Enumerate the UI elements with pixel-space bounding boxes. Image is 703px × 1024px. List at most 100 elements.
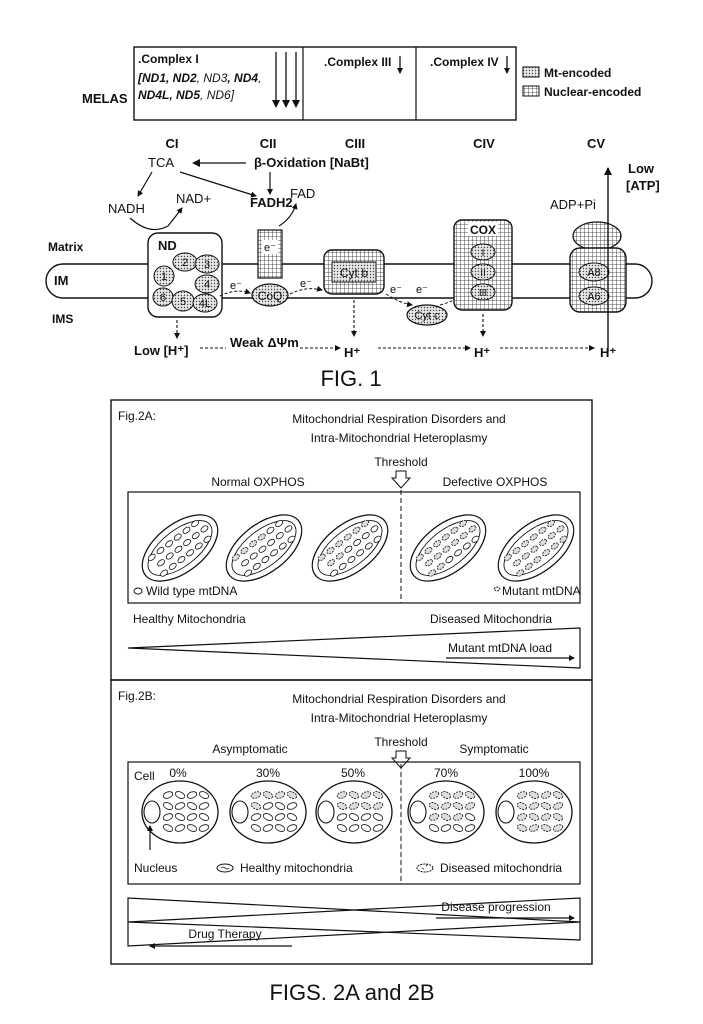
beta-oxidation-label: β-Oxidation [NaBt] xyxy=(254,155,369,170)
cox-ii: II xyxy=(480,268,486,279)
a8-label: A8 xyxy=(587,267,600,279)
cytc-label: Cyt c xyxy=(414,310,440,322)
fig2a: Fig.2A: Mitochondrial Respiration Disord… xyxy=(110,399,593,681)
header-cv: CV xyxy=(587,136,605,151)
fig1-caption: FIG. 1 xyxy=(320,366,381,391)
complex5-head xyxy=(572,221,622,251)
svg-text:2: 2 xyxy=(182,257,188,269)
fadh2-label: FADH2 xyxy=(250,195,293,210)
fig2b-title1: Mitochondrial Respiration Disorders and xyxy=(292,692,505,706)
fig2-caption: FIGS. 2A and 2B xyxy=(269,980,434,1005)
legend-mt: Mt-encoded xyxy=(544,66,611,80)
fig2a-title2: Intra-Mitochondrial Heteroplasmy xyxy=(311,431,488,445)
low-atp-line1: Low xyxy=(628,161,655,176)
svg-text:6: 6 xyxy=(160,292,166,304)
cytc-ellipse xyxy=(406,304,448,326)
mutant-mtdna-icon xyxy=(493,586,501,592)
h-plus-4: H⁺ xyxy=(474,345,490,360)
melas-box xyxy=(133,46,517,121)
svg-text:4L: 4L xyxy=(199,298,211,310)
pct-30: 30% xyxy=(256,766,280,780)
electron-2: e⁻ xyxy=(300,278,312,290)
progression-label: Disease progression xyxy=(441,900,550,914)
threshold-arrow-icon xyxy=(390,470,412,489)
h-plus-5: H⁺ xyxy=(600,345,616,360)
fig2b-frame xyxy=(110,679,593,965)
header-civ: CIV xyxy=(473,136,495,151)
wild-mtdna-icon xyxy=(133,587,143,595)
electron-4: e⁻ xyxy=(416,284,428,296)
melas-label: MELAS xyxy=(82,91,128,106)
complex2-electron: e⁻ xyxy=(264,242,276,254)
cell-drawing xyxy=(407,780,485,844)
nadh-label: NADH xyxy=(108,201,145,216)
mitochondrion-drawing xyxy=(141,514,219,582)
complex4-label: .Complex IV xyxy=(430,55,499,69)
legend-nuclear: Nuclear-encoded xyxy=(544,85,641,99)
im-label: IM xyxy=(54,273,68,288)
cell-drawing xyxy=(495,780,573,844)
wild-type-label: Wild type mtDNA xyxy=(146,584,237,598)
cell-label: Cell xyxy=(134,769,155,783)
complex1-label: .Complex I xyxy=(138,52,199,66)
coq-ellipse xyxy=(251,283,289,307)
complex3-label: .Complex III xyxy=(324,55,391,69)
fig2a-threshold: Threshold xyxy=(374,455,427,469)
fig2b-threshold: Threshold xyxy=(374,735,427,749)
h-plus-3: H⁺ xyxy=(344,345,360,360)
svg-text:5: 5 xyxy=(180,296,186,308)
svg-text:4: 4 xyxy=(204,279,210,291)
adp-label: ADP+Pi xyxy=(550,197,596,212)
diseased-mitochondria-label: Diseased mitochondria xyxy=(440,861,562,875)
nd-subunits: 2 3 1 4 6 5 4L xyxy=(152,252,220,313)
mitochondrion-drawing xyxy=(225,514,303,582)
nd-genes-row2: ND4L, ND5, ND6] xyxy=(138,88,235,102)
cox-i: I xyxy=(482,248,485,259)
weak-psi-label: Weak ΔΨm xyxy=(230,335,299,350)
low-h-label: Low [H⁺] xyxy=(134,343,189,358)
cytb-label: Cyt b xyxy=(340,266,368,280)
therapy-wedge xyxy=(127,897,581,947)
mitochondrion-drawing xyxy=(311,514,389,582)
cell-drawing xyxy=(229,780,307,844)
diseased-mito-label: Diseased Mitochondria xyxy=(430,612,552,626)
a6-label: A6 xyxy=(587,291,600,303)
pct-0: 0% xyxy=(169,766,187,780)
load-label: Mutant mtDNA load xyxy=(448,641,552,655)
healthy-mitochondria-label: Healthy mitochondria xyxy=(240,861,353,875)
defective-oxphos: Defective OXPHOS xyxy=(443,475,548,489)
nuclear-encoded-swatch xyxy=(522,85,540,97)
fad-label: FAD xyxy=(290,186,315,201)
electron-3: e⁻ xyxy=(390,284,402,296)
fig2b-title2: Intra-Mitochondrial Heteroplasmy xyxy=(311,711,488,725)
mutant-label: Mutant mtDNA xyxy=(502,584,581,598)
threshold-arrow-2b-icon xyxy=(390,750,412,769)
normal-oxphos: Normal OXPHOS xyxy=(211,475,304,489)
header-cii: CII xyxy=(260,136,277,151)
header-ciii: CIII xyxy=(345,136,365,151)
nd-label: ND xyxy=(158,238,177,253)
therapy-label: Drug Therapy xyxy=(188,927,261,941)
svg-text:1: 1 xyxy=(161,271,167,283)
cell-drawing xyxy=(315,780,393,844)
mitochondrion-drawing xyxy=(497,514,575,582)
fig2b: Fig.2B: Mitochondrial Respiration Disord… xyxy=(110,679,593,965)
mitochondrion-drawing xyxy=(409,514,487,582)
cell-drawing xyxy=(141,780,219,844)
complex1-arrows xyxy=(272,52,300,108)
asymptomatic-label: Asymptomatic xyxy=(212,742,287,756)
cells-box xyxy=(127,761,581,885)
nad-label: NAD+ xyxy=(176,191,211,206)
header-ci: CI xyxy=(166,136,179,151)
pct-50: 50% xyxy=(341,766,365,780)
ims-label: IMS xyxy=(52,312,73,326)
cox-iii: III xyxy=(479,288,487,299)
fig2a-mitochondria xyxy=(141,514,575,582)
fig2b-cells xyxy=(141,780,573,844)
oxphos-box xyxy=(127,491,581,604)
mt-encoded-swatch xyxy=(522,66,540,78)
nd-genes-row1: [ND1, ND2, ND3, ND4, xyxy=(137,71,261,85)
fig2b-label: Fig.2B: xyxy=(118,689,156,703)
symptomatic-label: Symptomatic xyxy=(459,742,528,756)
